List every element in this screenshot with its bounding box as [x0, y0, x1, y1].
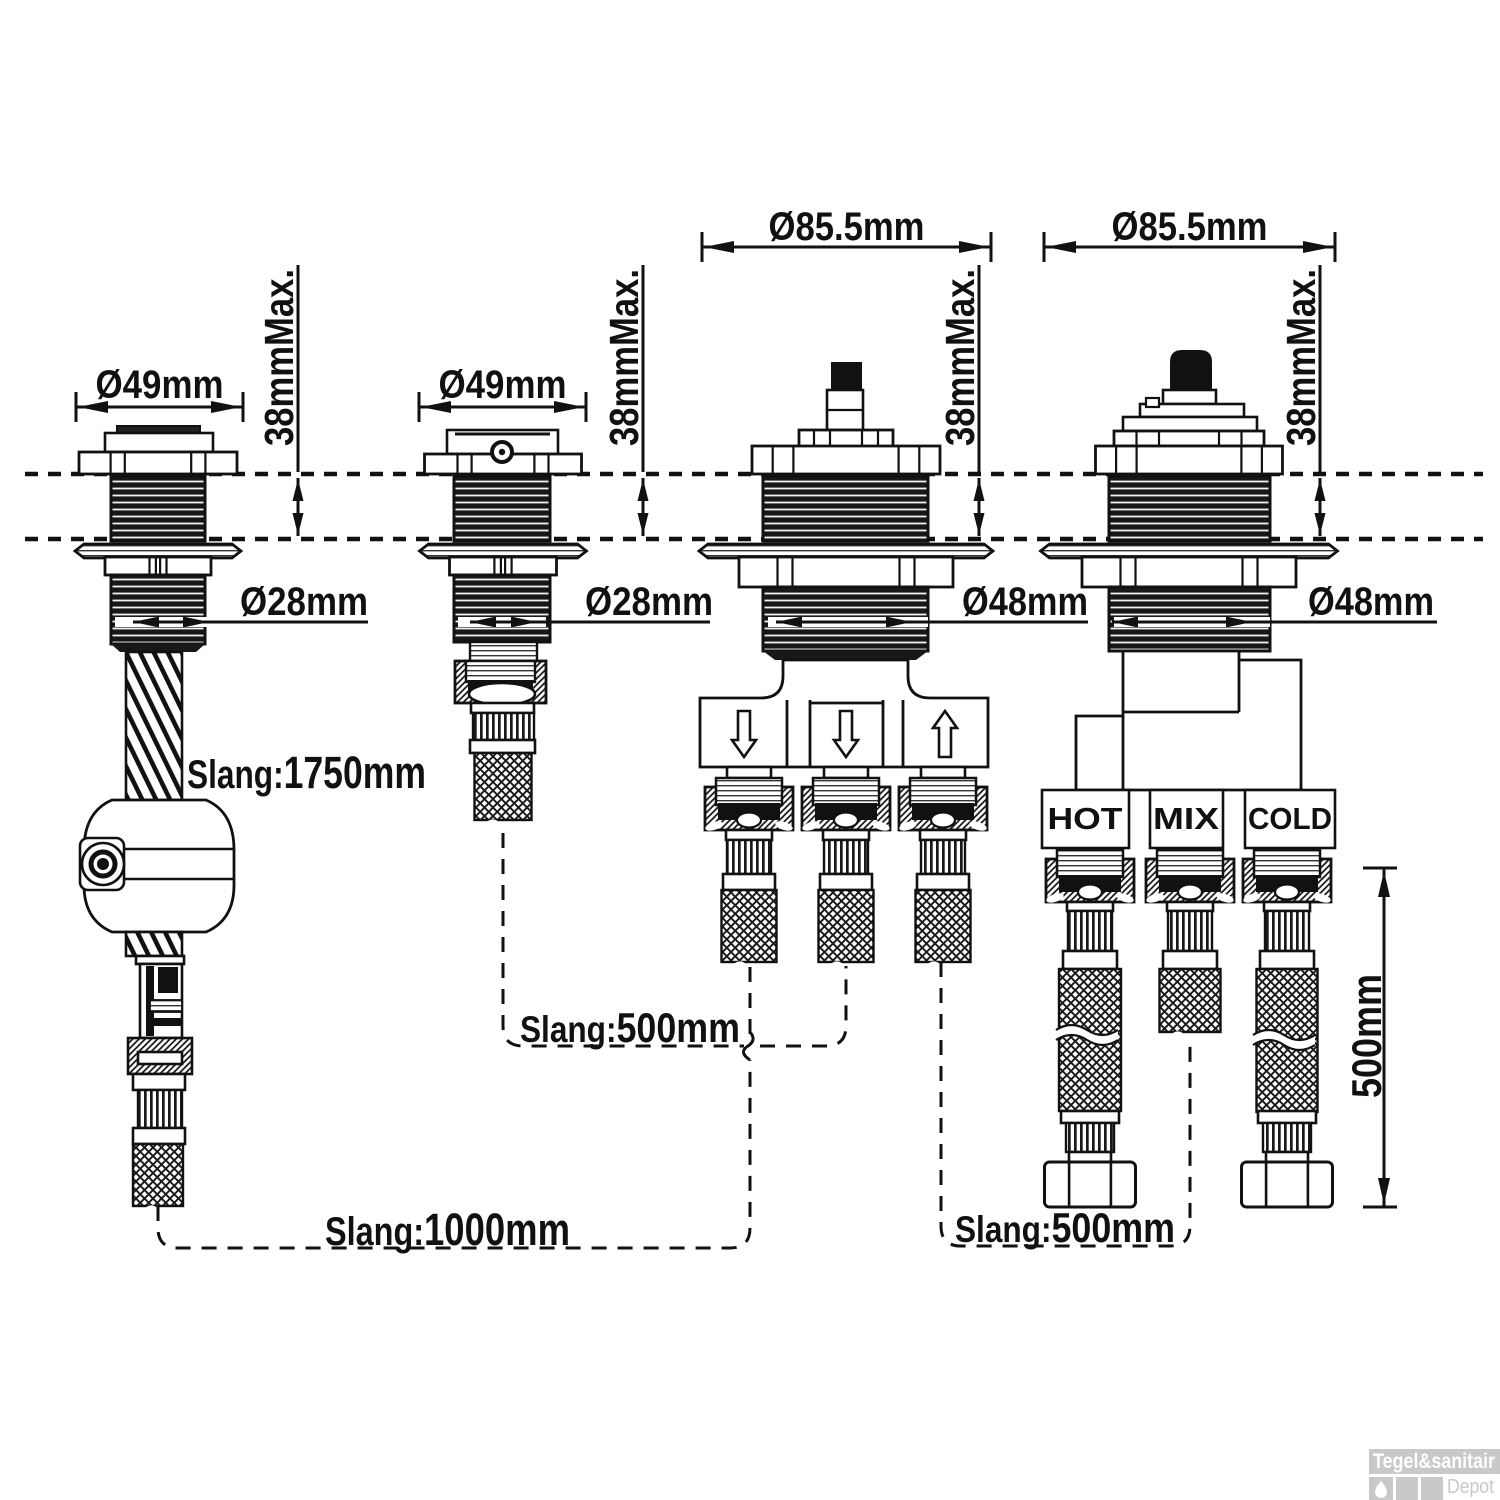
svg-text:38mmMax.: 38mmMax. — [1278, 269, 1324, 446]
svg-text:Depot: Depot — [1447, 1476, 1494, 1498]
svg-text:Ø48mm: Ø48mm — [1308, 580, 1434, 624]
svg-text:Slang:500mm: Slang:500mm — [955, 1204, 1175, 1251]
svg-text:38mmMax.: 38mmMax. — [937, 269, 983, 446]
svg-text:Ø85.5mm: Ø85.5mm — [1112, 205, 1268, 249]
svg-text:Slang:1750mm: Slang:1750mm — [187, 747, 426, 798]
svg-text:Slang:500mm: Slang:500mm — [520, 1004, 740, 1051]
svg-text:38mmMax.: 38mmMax. — [601, 269, 647, 446]
svg-text:HOT: HOT — [1048, 801, 1123, 836]
svg-text:Ø49mm: Ø49mm — [439, 363, 567, 407]
svg-text:MIX: MIX — [1153, 801, 1219, 836]
svg-text:500mm: 500mm — [1343, 974, 1390, 1098]
svg-text:Tegel&sanitair: Tegel&sanitair — [1373, 1450, 1495, 1473]
svg-text:Ø85.5mm: Ø85.5mm — [769, 205, 925, 249]
svg-text:38mmMax.: 38mmMax. — [256, 269, 302, 446]
svg-text:Ø28mm: Ø28mm — [240, 580, 368, 624]
svg-text:Ø49mm: Ø49mm — [96, 363, 224, 407]
svg-text:Ø48mm: Ø48mm — [962, 580, 1088, 624]
svg-text:Ø28mm: Ø28mm — [585, 580, 713, 624]
svg-text:Slang:1000mm: Slang:1000mm — [325, 1204, 570, 1255]
svg-text:COLD: COLD — [1248, 801, 1332, 836]
